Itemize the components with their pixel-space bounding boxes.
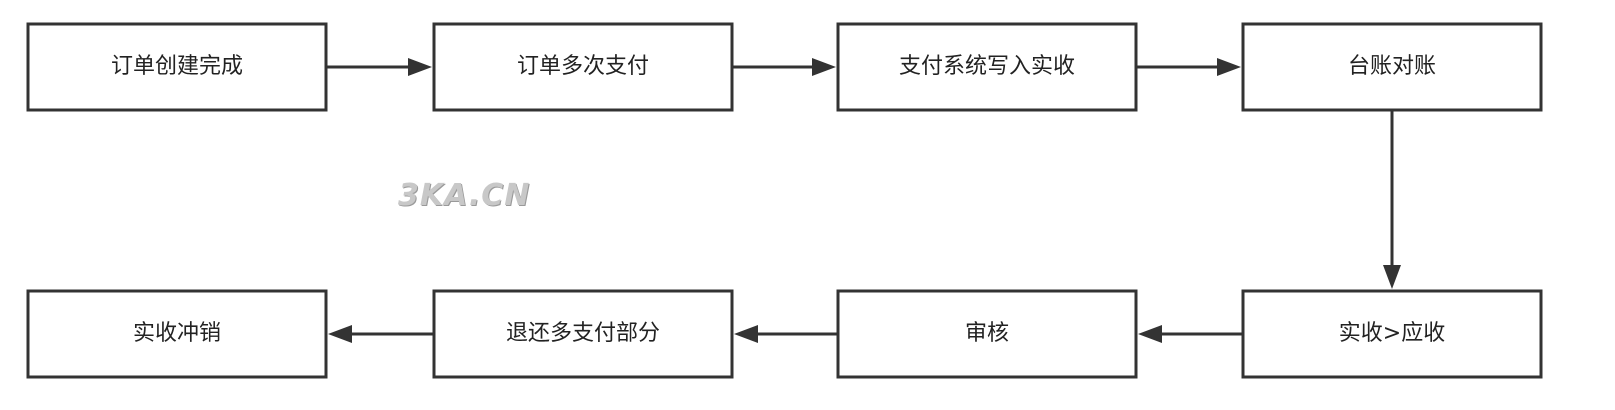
node-label: 实收>应收 [1339,321,1445,346]
edge-ledger-reconcile-to-received-gt-receivable [1383,110,1401,289]
arrowhead-right-icon [1217,58,1241,76]
node-label: 支付系统写入实收 [899,54,1075,79]
edge-order-created-to-multi-payment [326,58,432,76]
node-label: 退还多支付部分 [506,321,660,346]
arrowhead-left-icon [1138,325,1162,343]
node-payment-write: 支付系统写入实收 [836,22,1138,112]
node-label: 实收冲销 [133,321,221,346]
node-order-created: 订单创建完成 [26,22,328,112]
edge-payment-write-to-ledger-reconcile [1136,58,1241,76]
edge-review-to-refund-overpay [734,325,838,343]
node-label: 订单多次支付 [517,54,649,79]
edge-refund-overpay-to-writeoff [328,325,434,343]
arrowhead-left-icon [328,325,352,343]
node-refund-overpay: 退还多支付部分 [432,289,734,379]
node-label: 台账对账 [1348,54,1436,79]
arrowhead-left-icon [734,325,758,343]
arrowhead-down-icon [1383,265,1401,289]
edge-multi-payment-to-payment-write [732,58,836,76]
node-review: 审核 [836,289,1138,379]
watermark: 3KA.CN [398,178,531,213]
node-received-gt-receivable: 实收>应收 [1241,289,1543,379]
edge-received-gt-receivable-to-review [1138,325,1243,343]
arrowhead-right-icon [408,58,432,76]
node-label: 审核 [965,321,1009,346]
node-label: 订单创建完成 [111,54,243,79]
node-multi-payment: 订单多次支付 [432,22,734,112]
node-ledger-reconcile: 台账对账 [1241,22,1543,112]
node-writeoff: 实收冲销 [26,289,328,379]
arrowhead-right-icon [812,58,836,76]
